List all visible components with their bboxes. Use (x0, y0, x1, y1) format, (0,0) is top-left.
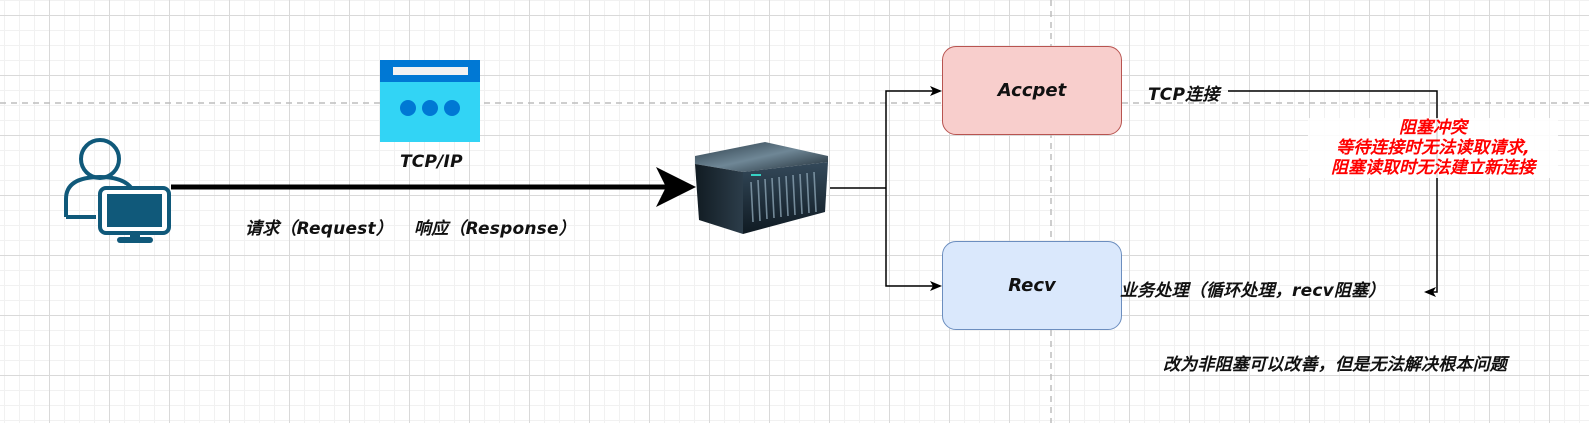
tcp-connection-label: TCP连接 (1148, 85, 1220, 105)
blocking-note-line: 阻塞读取时无法建立新连接 (1331, 158, 1535, 178)
server-rack-icon (695, 142, 828, 234)
blocking-note-line: 阻塞冲突 (1399, 118, 1467, 138)
protocol-label: TCP/IP (400, 152, 463, 172)
blocking-conflict-note: 阻塞冲突 等待连接时无法读取请求, 阻塞读取时无法建立新连接 (1308, 118, 1558, 178)
recv-node[interactable]: Recv (942, 241, 1122, 330)
accept-node[interactable]: Accpet (942, 46, 1122, 135)
user-computer-icon (64, 138, 171, 243)
blocking-note-line: 等待连接时无法读取请求, (1336, 138, 1530, 158)
footer-note: 改为非阻塞可以改善，但是无法解决根本问题 (1163, 355, 1507, 375)
browser-window-icon (380, 60, 480, 142)
response-label: 响应（Response） (414, 219, 576, 239)
business-processing-label: 业务处理（循环处理，recv阻塞） (1120, 281, 1386, 301)
server-to-recv-arrow[interactable] (885, 188, 942, 291)
server-to-accept-arrow[interactable] (885, 86, 942, 188)
tcp-connection-to-recv-arrow[interactable] (1228, 90, 1438, 297)
request-label: 请求（Request） (245, 219, 394, 239)
